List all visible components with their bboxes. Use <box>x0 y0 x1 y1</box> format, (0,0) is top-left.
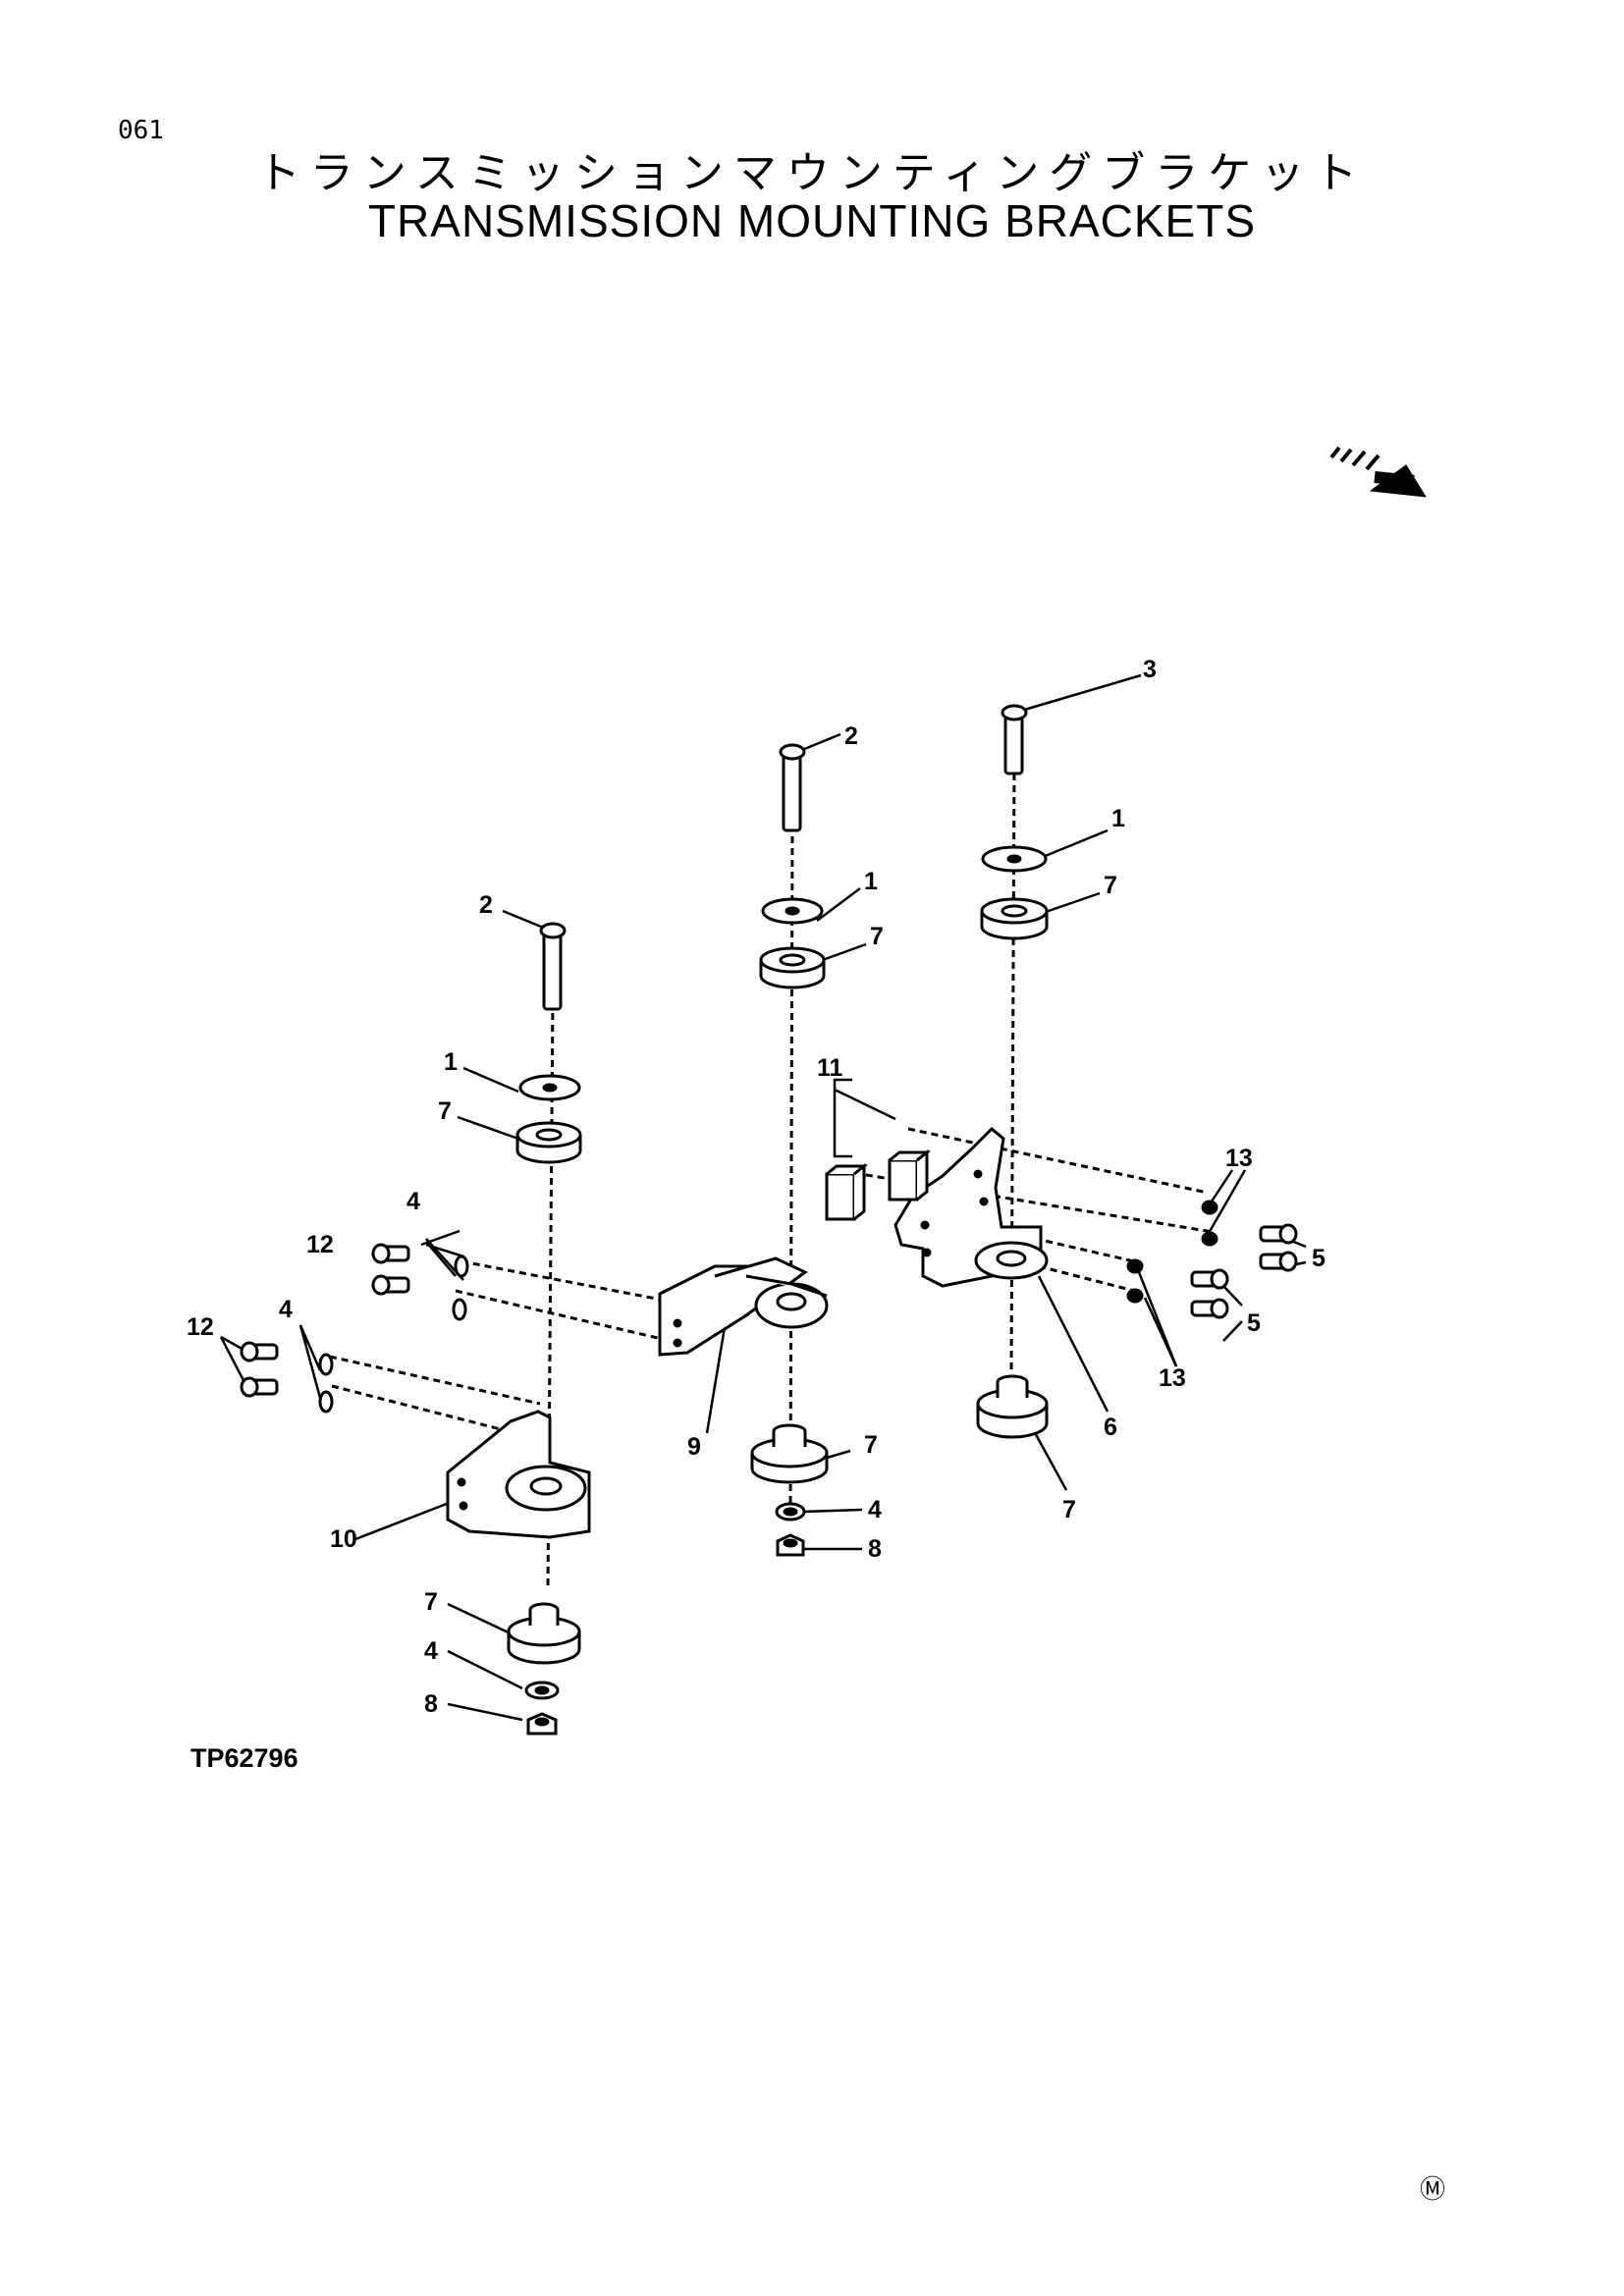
bracket-9 <box>658 1256 829 1357</box>
direction-arrow-icon <box>1329 446 1427 498</box>
callout-3: 3 <box>1143 656 1157 683</box>
callout-8: 8 <box>868 1535 882 1563</box>
callout-4: 4 <box>868 1496 882 1523</box>
callout-12: 12 <box>187 1313 214 1341</box>
callout-1: 1 <box>444 1048 458 1076</box>
callout-5: 5 <box>1247 1309 1261 1337</box>
callout-7: 7 <box>864 1431 878 1459</box>
callout-7: 7 <box>438 1097 452 1125</box>
callout-7: 7 <box>1104 872 1117 899</box>
side-bolts <box>240 1200 1298 1414</box>
callout-12: 12 <box>306 1231 334 1258</box>
callout-5: 5 <box>1312 1245 1326 1272</box>
callout-4: 4 <box>424 1637 438 1665</box>
callouts: 3 2 1 7 1 7 2 1 7 11 13 4 12 5 5 12 4 13… <box>187 656 1326 1718</box>
title-japanese: トランスミッションマウンティングブラケット <box>256 148 1368 198</box>
callout-4: 4 <box>406 1188 420 1215</box>
callout-8: 8 <box>424 1690 438 1718</box>
callout-2: 2 <box>844 722 858 750</box>
spacer-blocks-11 <box>825 1148 932 1221</box>
callout-1: 1 <box>1111 805 1125 832</box>
bracket-10 <box>446 1410 591 1539</box>
callout-7: 7 <box>424 1588 438 1616</box>
callout-4: 4 <box>279 1296 293 1323</box>
callout-9: 9 <box>687 1433 701 1461</box>
rubber-mounts-upper <box>515 897 1049 1164</box>
leader-lines <box>219 673 1307 1722</box>
m-mark-icon: Ⓜ <box>1420 2175 1446 2205</box>
callout-7: 7 <box>870 923 884 950</box>
nuts-and-washers <box>524 1502 806 1735</box>
callout-2: 2 <box>479 891 493 919</box>
title-english: TRANSMISSION MOUNTING BRACKETS <box>367 195 1257 246</box>
callout-1: 1 <box>864 868 878 895</box>
callout-13: 13 <box>1225 1145 1253 1172</box>
callout-7: 7 <box>1062 1496 1076 1523</box>
washers <box>518 845 1048 1101</box>
bracket-6 <box>893 1126 1049 1288</box>
figure-code: TP62796 <box>190 1743 298 1773</box>
callout-13: 13 <box>1159 1364 1186 1392</box>
page-number: 061 <box>118 116 164 145</box>
callout-10: 10 <box>330 1525 357 1553</box>
rubber-mounts-lower <box>507 1374 1049 1665</box>
callout-11: 11 <box>817 1054 843 1082</box>
callout-6: 6 <box>1104 1414 1117 1441</box>
bolt-pins <box>539 704 1028 1011</box>
